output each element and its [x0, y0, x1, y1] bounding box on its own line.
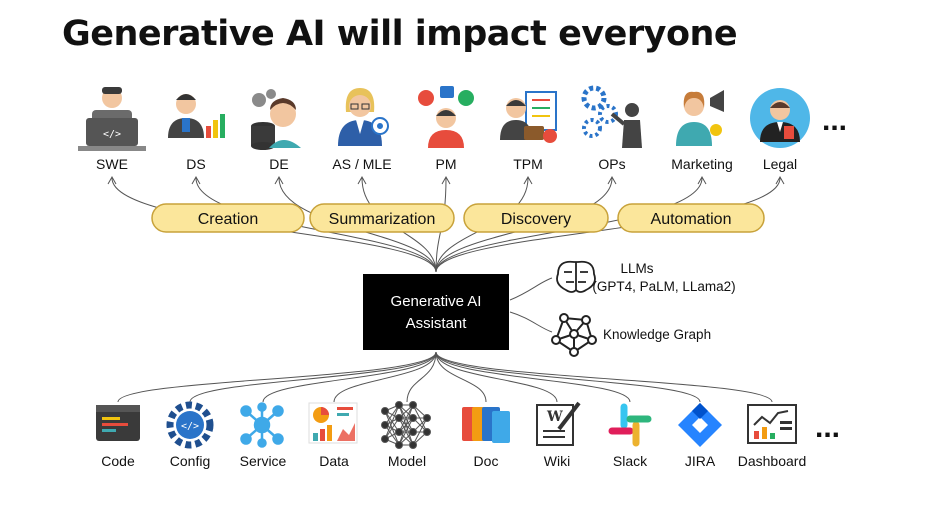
- neural-network-edge: [384, 404, 400, 440]
- data-engineer-database-icon: [251, 89, 301, 150]
- source-label-config: Config: [170, 453, 210, 469]
- neural-network-edge: [398, 404, 414, 433]
- dashboard-chart-icon: [747, 404, 797, 444]
- generative-ai-assistant-box: Generative AI Assistant: [363, 274, 509, 350]
- source-label-service: Service: [240, 453, 287, 469]
- brain-llm-icon: [556, 260, 596, 293]
- source-labels: Code Config Service Data Model Doc Wiki …: [101, 453, 806, 469]
- svg-text:W: W: [546, 409, 563, 425]
- capability-label-summarization: Summarization: [329, 211, 436, 228]
- capability-pill-summarization: Summarization: [309, 203, 455, 233]
- hub-label-line1: Generative AI: [391, 293, 482, 310]
- neural-network-edge: [398, 404, 414, 446]
- more-roles-ellipsis: ...: [822, 104, 847, 137]
- llm-connector: [509, 277, 553, 301]
- knowledge-graph-icon: [551, 313, 597, 357]
- role-connector-arrowhead: [523, 175, 533, 185]
- source-connector: [117, 351, 437, 403]
- more-sources-ellipsis: ...: [815, 411, 840, 444]
- config-gear-icon: </>: [166, 401, 214, 449]
- neural-network-edge: [412, 417, 428, 446]
- role-connector-arrowhead: [191, 175, 201, 185]
- slack-logo-icon: [608, 403, 652, 447]
- source-label-code: Code: [101, 453, 135, 469]
- jira-logo-icon: [678, 403, 722, 447]
- wiki-page-icon: W: [536, 401, 581, 446]
- source-label-dashboard: Dashboard: [738, 453, 807, 469]
- source-connector: [262, 351, 437, 403]
- role-label-pm: PM: [436, 156, 457, 172]
- role-label-as-mle: AS / MLE: [332, 156, 391, 172]
- role-connector-arrowhead: [441, 175, 451, 185]
- service-network-icon: [240, 402, 284, 448]
- capability-label-discovery: Discovery: [501, 211, 571, 228]
- marketing-megaphone-icon: [676, 90, 724, 146]
- role-connector-arrowhead: [274, 175, 284, 185]
- capability-pill-creation: Creation: [151, 203, 305, 233]
- program-manager-board-icon: [500, 91, 557, 143]
- role-connector-arrowhead: [775, 175, 785, 185]
- role-connector-arrowhead: [357, 175, 367, 185]
- source-connector: [333, 351, 437, 403]
- capability-pill-automation: Automation: [617, 203, 765, 233]
- llm-label-line2: (GPT4, PaLM, LLama2): [592, 279, 735, 294]
- source-label-model: Model: [388, 453, 426, 469]
- neural-network-edge: [384, 404, 400, 426]
- role-connector-arrowhead: [107, 175, 117, 185]
- role-connector-arrowhead: [697, 175, 707, 185]
- role-connector: [435, 177, 781, 273]
- ml-scientist-icon: [338, 88, 389, 146]
- role-label-marketing: Marketing: [671, 156, 732, 172]
- capability-pill-discovery: Discovery: [463, 203, 609, 233]
- capability-label-automation: Automation: [651, 211, 732, 228]
- page-title: Generative AI will impact everyone: [62, 14, 738, 54]
- svg-text:</>: </>: [103, 129, 121, 140]
- source-label-slack: Slack: [613, 453, 648, 469]
- source-label-jira: JIRA: [685, 453, 716, 469]
- role-label-legal: Legal: [763, 156, 797, 172]
- knowledge-graph-label: Knowledge Graph: [603, 327, 711, 342]
- role-label-ops: OPs: [598, 156, 625, 172]
- role-labels: SWE DS DE AS / MLE PM TPM OPs Marketing …: [96, 156, 797, 172]
- source-connector: [435, 351, 487, 403]
- neural-network-icon: [381, 401, 431, 449]
- role-label-de: DE: [269, 156, 288, 172]
- capability-label-creation: Creation: [198, 211, 258, 228]
- data-charts-icon: [308, 402, 358, 444]
- role-label-tpm: TPM: [513, 156, 543, 172]
- data-scientist-chart-icon: [168, 94, 225, 138]
- hub-label-line2: Assistant: [406, 315, 468, 332]
- source-connector: [435, 351, 773, 403]
- role-connector-arrowhead: [607, 175, 617, 185]
- product-manager-icon: [418, 86, 474, 148]
- knowledge-graph-connector: [509, 311, 553, 333]
- neural-network-edge: [384, 417, 400, 440]
- neural-network-edge: [398, 417, 414, 446]
- legal-lawyer-icon: [750, 88, 810, 148]
- ops-gears-icon: [581, 85, 642, 148]
- source-connector: [406, 351, 437, 403]
- source-label-wiki: Wiki: [544, 453, 570, 469]
- svg-text:</>: </>: [181, 421, 199, 432]
- source-label-doc: Doc: [474, 453, 499, 469]
- role-label-ds: DS: [186, 156, 205, 172]
- documents-icon: [462, 407, 510, 443]
- role-label-swe: SWE: [96, 156, 128, 172]
- developer-laptop-icon: </>: [78, 87, 146, 151]
- source-connector: [435, 351, 558, 403]
- code-editor-icon: [96, 405, 140, 441]
- source-connector: [435, 351, 631, 403]
- source-connector: [435, 351, 701, 403]
- source-connector: [189, 351, 437, 403]
- llm-label-line1: LLMs: [620, 261, 653, 276]
- connector-lines: [107, 175, 785, 403]
- source-label-data: Data: [319, 453, 349, 469]
